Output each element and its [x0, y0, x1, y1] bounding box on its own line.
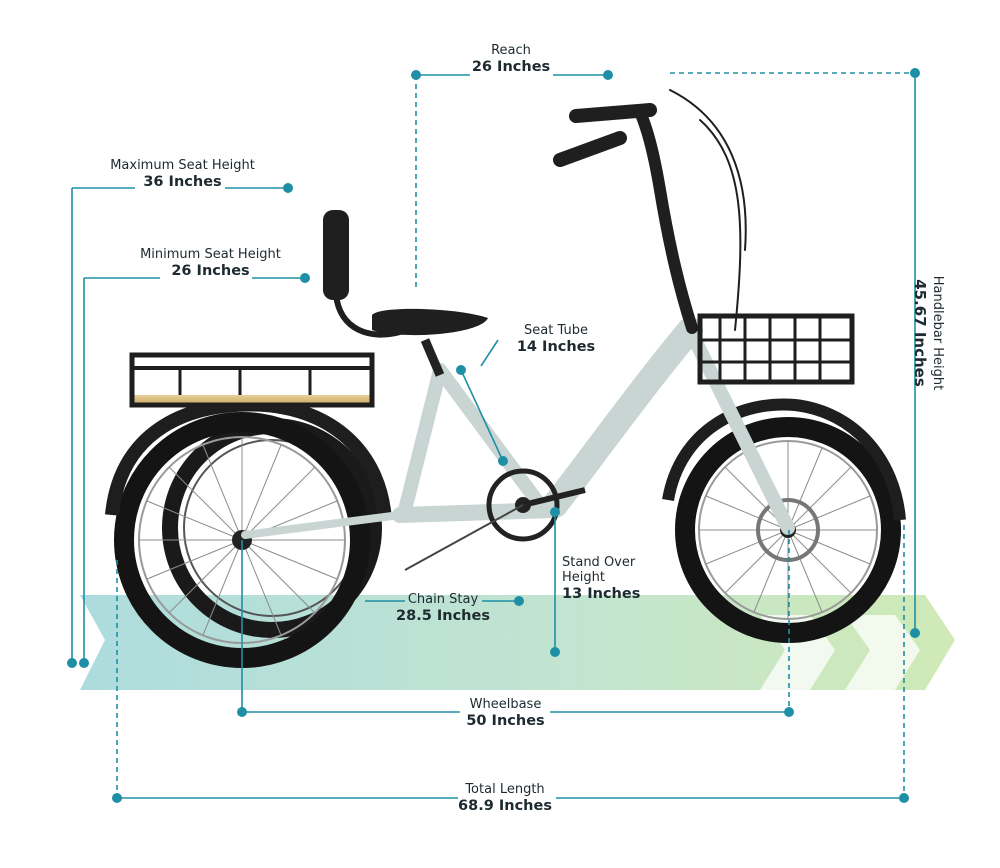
- total-length-value: 68.9 Inches: [458, 797, 552, 814]
- dimension-endpoints: [67, 68, 920, 803]
- handlebar-height-value: 45.67 Inches: [911, 279, 930, 387]
- rear-cargo-basket: [129, 352, 375, 408]
- handlebar-height-label: Handlebar Height 45.67 Inches: [911, 268, 945, 398]
- reach-label: Reach 26 Inches: [466, 43, 556, 76]
- seat-tube-value: 14 Inches: [516, 338, 596, 355]
- wheelbase-name: Wheelbase: [469, 697, 542, 712]
- handlebar-assembly: [553, 89, 747, 334]
- chain-stay-label: Chain Stay 28.5 Inches: [388, 592, 498, 625]
- max-seat-height-value: 36 Inches: [143, 173, 222, 190]
- seat-tube-label: Seat Tube 14 Inches: [508, 323, 604, 356]
- reach-name: Reach: [491, 43, 531, 58]
- stand-over-height-value: 13 Inches: [562, 585, 641, 602]
- stand-over-name-line2: Height: [562, 569, 605, 585]
- total-length-name: Total Length: [465, 782, 545, 797]
- handlebar-height-name: Handlebar Height: [930, 275, 945, 391]
- min-seat-height-value: 26 Inches: [171, 262, 250, 279]
- chain-stay-name: Chain Stay: [407, 592, 479, 607]
- max-seat-height-name: Maximum Seat Height: [110, 158, 255, 173]
- chain-stay-value: 28.5 Inches: [396, 607, 490, 624]
- total-length-label: Total Length 68.9 Inches: [445, 782, 565, 815]
- min-seat-height-label: Minimum Seat Height 26 Inches: [128, 247, 293, 280]
- reach-value: 26 Inches: [471, 58, 551, 75]
- stand-over-height-label: Stand Over Height 13 Inches: [562, 555, 652, 603]
- front-fender: [662, 398, 906, 521]
- wheelbase-label: Wheelbase 50 Inches: [448, 697, 563, 730]
- wheelbase-value: 50 Inches: [466, 712, 545, 729]
- crankset: [404, 468, 586, 571]
- seat-assembly: [323, 210, 488, 377]
- min-seat-height-name: Minimum Seat Height: [140, 247, 281, 262]
- seat-tube-name: Seat Tube: [524, 323, 588, 338]
- front-basket: [697, 313, 855, 385]
- stand-over-name-line1: Stand Over: [562, 555, 636, 570]
- dimension-lines: [71, 72, 916, 799]
- max-seat-height-label: Maximum Seat Height 36 Inches: [100, 158, 265, 191]
